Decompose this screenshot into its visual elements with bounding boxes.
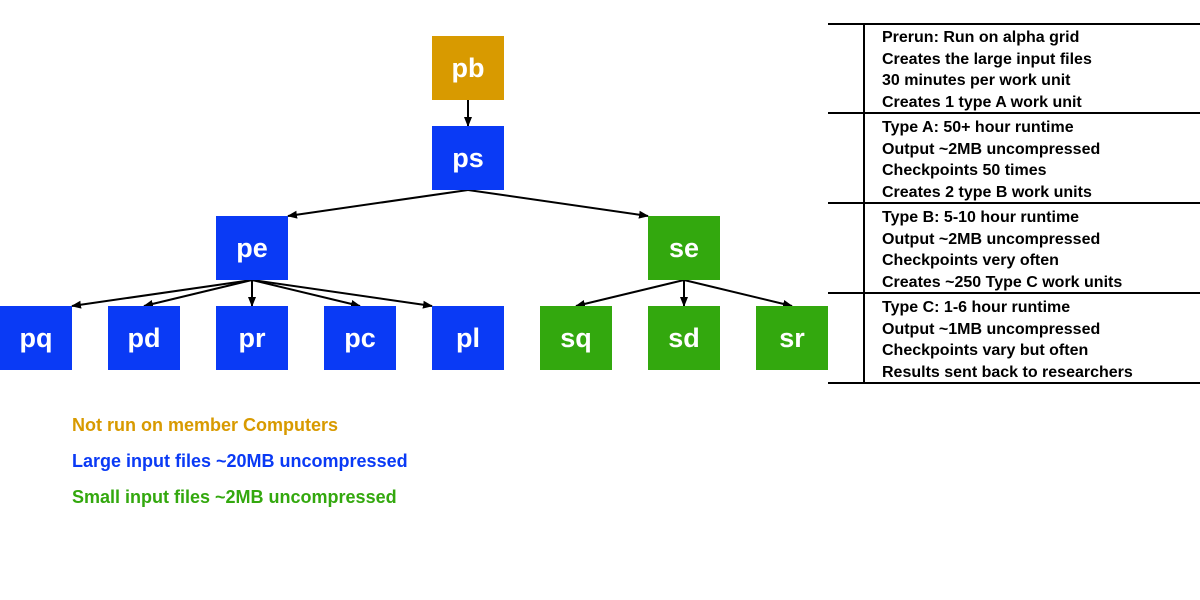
edge-ps-se xyxy=(467,189,649,219)
node-sr: sr xyxy=(756,306,828,370)
edge-pe-pq xyxy=(71,279,253,309)
info-prerun: Prerun: Run on alpha grid Creates the la… xyxy=(882,27,1198,113)
node-pl: pl xyxy=(432,306,504,370)
info-line: Results sent back to researchers xyxy=(882,363,1133,381)
node-pe: pe xyxy=(216,216,288,280)
node-pc: pc xyxy=(324,306,396,370)
edge-pe-pd xyxy=(143,279,253,308)
node-pd: pd xyxy=(108,306,180,370)
info-type-b: Type B: 5-10 hour runtime Output ~2MB un… xyxy=(882,207,1198,293)
legend-prerun: Not run on member Computers xyxy=(72,415,339,435)
node-se: se xyxy=(648,216,720,280)
info-line: Type C: 1-6 hour runtime xyxy=(882,299,1071,316)
info-line: Creates ~250 Type C work units xyxy=(882,273,1123,291)
info-table-lines xyxy=(828,23,1200,384)
info-line: Output ~1MB uncompressed xyxy=(882,320,1101,338)
node-pr: pr xyxy=(216,306,288,370)
info-line: Type A: 50+ hour runtime xyxy=(882,119,1074,136)
edges xyxy=(71,100,793,309)
info-line: Type B: 5-10 hour runtime xyxy=(882,209,1080,226)
info-line: 30 minutes per work unit xyxy=(882,72,1071,89)
info-line: Creates 1 type A work unit xyxy=(882,93,1082,111)
info-type-c: Type C: 1-6 hour runtime Output ~1MB unc… xyxy=(882,297,1198,383)
info-line: Checkpoints very often xyxy=(882,252,1059,269)
info-line: Output ~2MB uncompressed xyxy=(882,140,1101,158)
node-pb: pb xyxy=(432,36,504,100)
node-sd: sd xyxy=(648,306,720,370)
node-ps: ps xyxy=(432,126,504,190)
info-line: Creates the large input files xyxy=(882,50,1092,68)
info-line: Creates 2 type B work units xyxy=(882,183,1092,201)
node-sq: sq xyxy=(540,306,612,370)
edge-pe-pc xyxy=(251,279,361,308)
info-type-a: Type A: 50+ hour runtime Output ~2MB unc… xyxy=(882,117,1198,203)
edge-se-sr xyxy=(683,279,793,308)
info-line: Checkpoints 50 times xyxy=(882,162,1047,179)
edge-se-sq xyxy=(575,279,685,308)
edge-pe-pl xyxy=(251,279,433,309)
info-line: Output ~2MB uncompressed xyxy=(882,230,1101,248)
info-line: Checkpoints vary but often xyxy=(882,342,1089,359)
legend-large-input: Large input files ~20MB uncompressed xyxy=(72,451,408,471)
node-pq: pq xyxy=(0,306,72,370)
info-line: Prerun: Run on alpha grid xyxy=(882,29,1080,46)
legend-small-input: Small input files ~2MB uncompressed xyxy=(72,487,397,507)
edge-ps-pe xyxy=(287,189,469,219)
